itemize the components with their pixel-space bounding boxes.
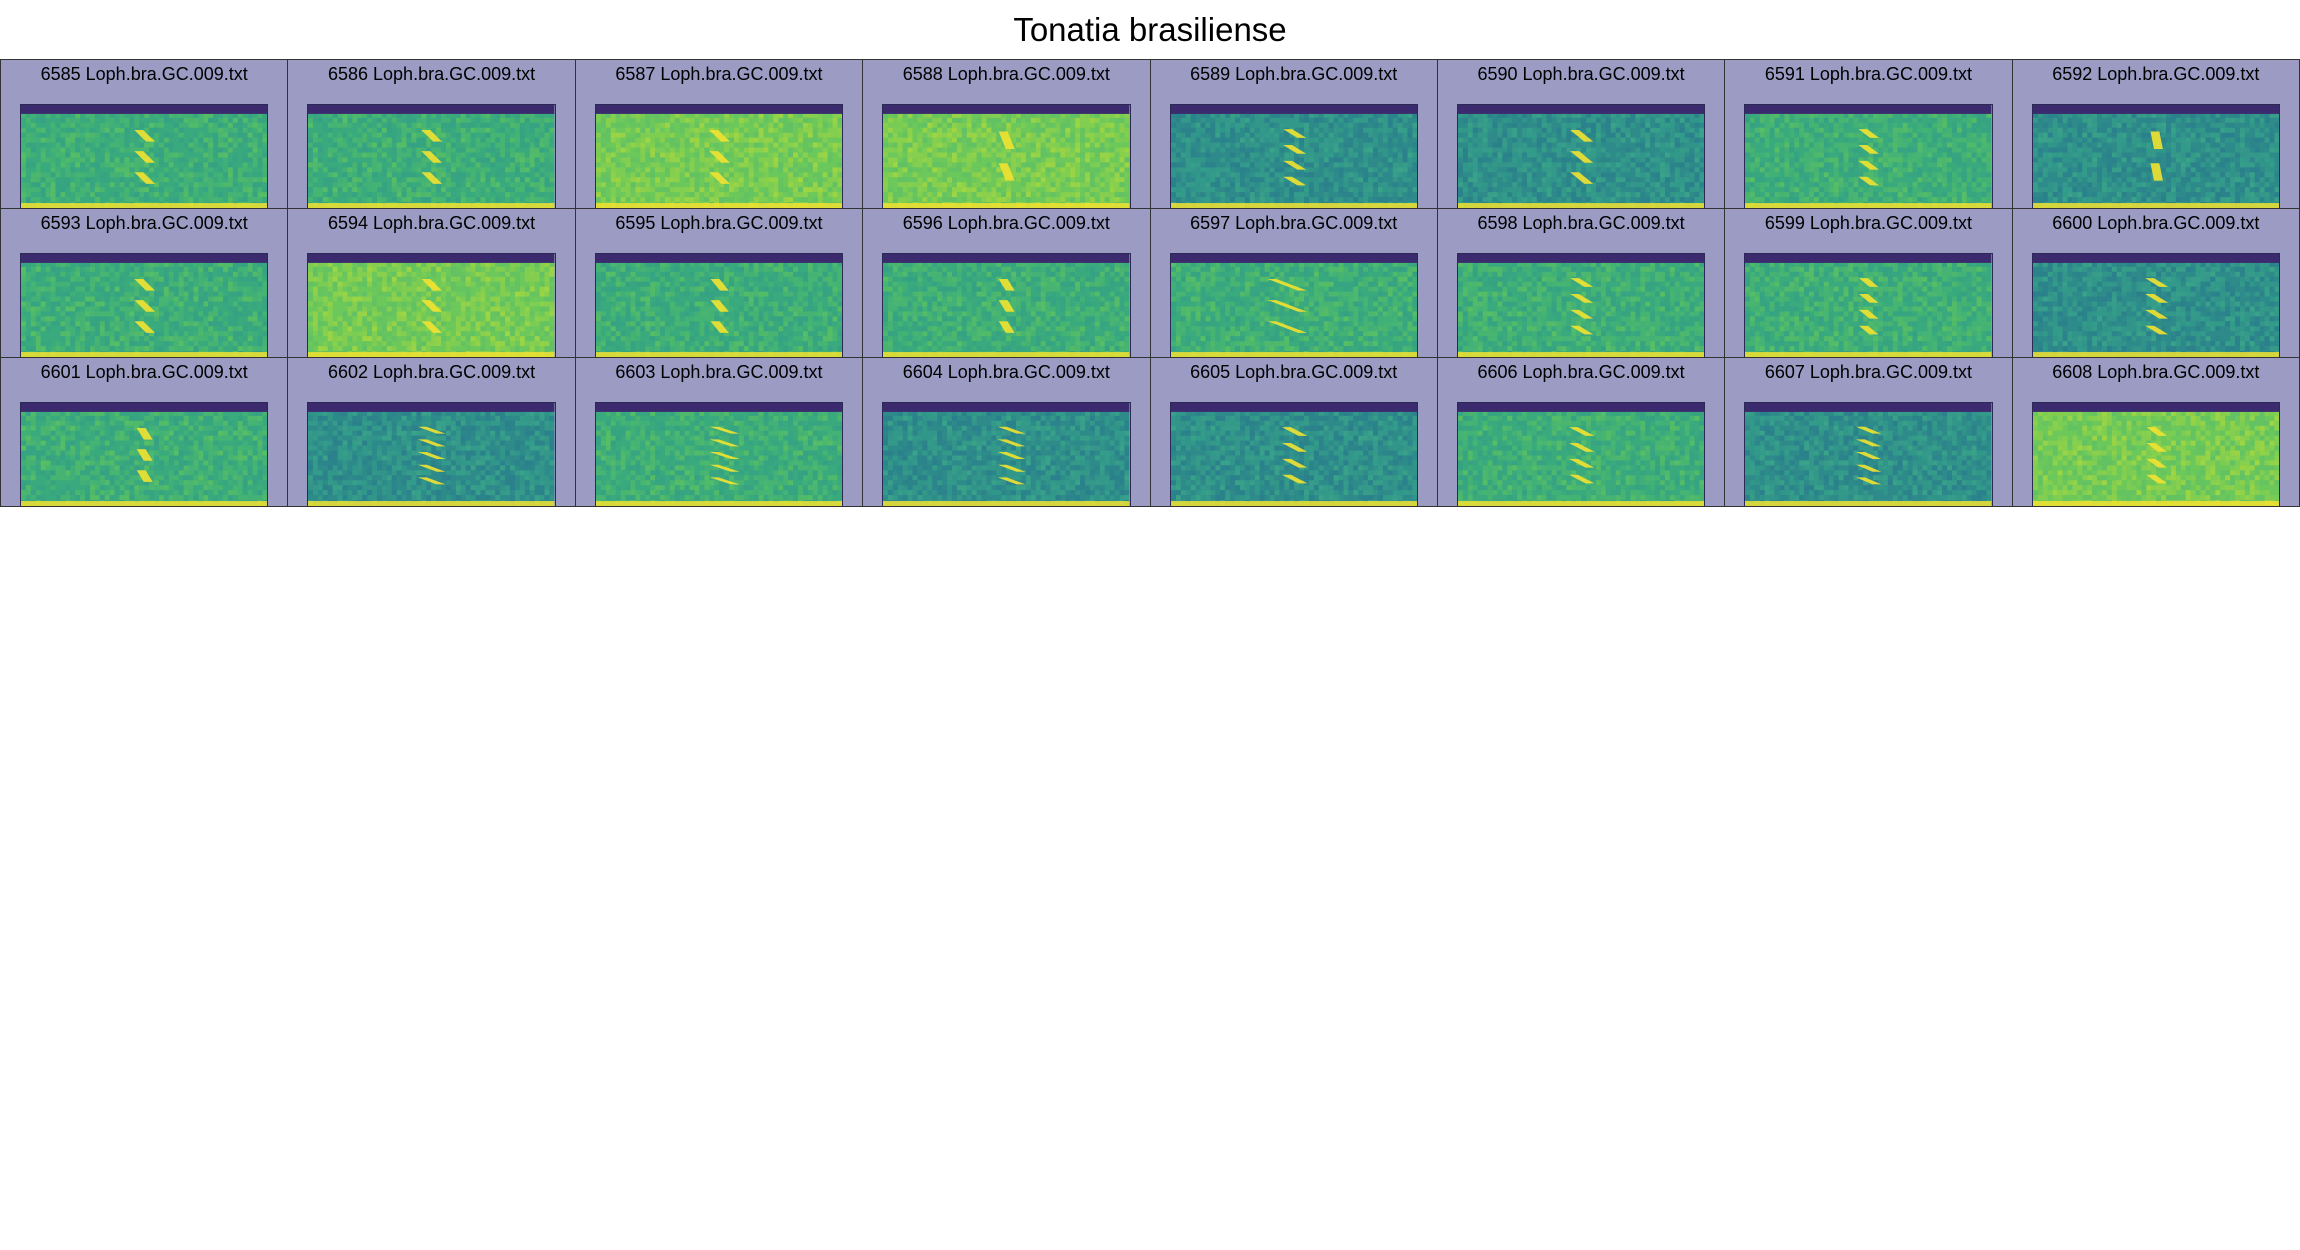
spectrogram-panel: 6599 Loph.bra.GC.009.txt bbox=[1725, 209, 2013, 358]
spectrogram-panel: 6608 Loph.bra.GC.009.txt bbox=[2012, 358, 2300, 507]
panel-label: 6588 Loph.bra.GC.009.txt bbox=[863, 62, 1149, 86]
spectrogram-image bbox=[20, 402, 269, 506]
spectrogram-panel: 6606 Loph.bra.GC.009.txt bbox=[1437, 358, 1726, 507]
spectrogram-image bbox=[882, 104, 1131, 208]
spectrogram-panel: 6585 Loph.bra.GC.009.txt bbox=[1, 60, 289, 209]
spectrogram-panel: 6593 Loph.bra.GC.009.txt bbox=[1, 209, 289, 358]
panel-label: 6586 Loph.bra.GC.009.txt bbox=[288, 62, 574, 86]
spectrogram-image bbox=[2031, 253, 2280, 357]
spectrogram-image bbox=[882, 253, 1131, 357]
spectrogram-image bbox=[307, 104, 556, 208]
panel-label: 6606 Loph.bra.GC.009.txt bbox=[1438, 360, 1724, 384]
panel-label: 6592 Loph.bra.GC.009.txt bbox=[2013, 62, 2299, 86]
panel-label: 6585 Loph.bra.GC.009.txt bbox=[1, 62, 287, 86]
spectrogram-image bbox=[307, 402, 556, 506]
spectrogram-panel: 6597 Loph.bra.GC.009.txt bbox=[1150, 209, 1438, 358]
panel-label: 6591 Loph.bra.GC.009.txt bbox=[1725, 62, 2011, 86]
panel-label: 6608 Loph.bra.GC.009.txt bbox=[2013, 360, 2299, 384]
spectrogram-panel: 6596 Loph.bra.GC.009.txt bbox=[863, 209, 1151, 358]
panel-label: 6597 Loph.bra.GC.009.txt bbox=[1151, 211, 1437, 235]
spectrogram-image bbox=[1169, 402, 1418, 506]
spectrogram-panel: 6587 Loph.bra.GC.009.txt bbox=[575, 60, 864, 209]
spectrogram-image bbox=[594, 253, 844, 357]
spectrogram-image bbox=[594, 104, 844, 208]
panel-label: 6603 Loph.bra.GC.009.txt bbox=[576, 360, 862, 384]
spectrogram-panel: 6598 Loph.bra.GC.009.txt bbox=[1437, 209, 1726, 358]
spectrogram-panel: 6600 Loph.bra.GC.009.txt bbox=[2012, 209, 2300, 358]
panel-label: 6587 Loph.bra.GC.009.txt bbox=[576, 62, 862, 86]
spectrogram-image bbox=[307, 253, 556, 357]
spectrogram-panel: 6595 Loph.bra.GC.009.txt bbox=[575, 209, 864, 358]
spectrogram-panel: 6601 Loph.bra.GC.009.txt bbox=[1, 358, 289, 507]
spectrogram-panel: 6602 Loph.bra.GC.009.txt bbox=[288, 358, 576, 507]
spectrogram-image bbox=[2031, 104, 2280, 208]
spectrogram-panel: 6591 Loph.bra.GC.009.txt bbox=[1725, 60, 2013, 209]
spectrogram-panel: 6589 Loph.bra.GC.009.txt bbox=[1150, 60, 1438, 209]
spectrogram-panel: 6604 Loph.bra.GC.009.txt bbox=[863, 358, 1151, 507]
panel-label: 6595 Loph.bra.GC.009.txt bbox=[576, 211, 862, 235]
spectrogram-panel: 6592 Loph.bra.GC.009.txt bbox=[2012, 60, 2300, 209]
panel-label: 6590 Loph.bra.GC.009.txt bbox=[1438, 62, 1724, 86]
panel-label: 6596 Loph.bra.GC.009.txt bbox=[863, 211, 1149, 235]
spectrogram-image bbox=[1456, 402, 1706, 506]
spectrogram-image bbox=[1169, 253, 1418, 357]
spectrogram-image bbox=[1456, 253, 1706, 357]
spectrogram-image bbox=[1169, 104, 1418, 208]
spectrogram-panel: 6590 Loph.bra.GC.009.txt bbox=[1437, 60, 1726, 209]
spectrogram-image bbox=[1456, 104, 1706, 208]
spectrogram-panel: 6603 Loph.bra.GC.009.txt bbox=[575, 358, 864, 507]
panel-label: 6599 Loph.bra.GC.009.txt bbox=[1725, 211, 2011, 235]
spectrogram-panel: 6607 Loph.bra.GC.009.txt bbox=[1725, 358, 2013, 507]
panel-label: 6594 Loph.bra.GC.009.txt bbox=[288, 211, 574, 235]
panel-label: 6602 Loph.bra.GC.009.txt bbox=[288, 360, 574, 384]
spectrogram-image bbox=[594, 402, 844, 506]
spectrogram-image bbox=[1744, 104, 1993, 208]
panel-label: 6593 Loph.bra.GC.009.txt bbox=[1, 211, 287, 235]
panel-label: 6605 Loph.bra.GC.009.txt bbox=[1151, 360, 1437, 384]
panel-label: 6598 Loph.bra.GC.009.txt bbox=[1438, 211, 1724, 235]
spectrogram-image bbox=[20, 104, 269, 208]
spectrogram-image bbox=[20, 253, 269, 357]
panel-label: 6604 Loph.bra.GC.009.txt bbox=[863, 360, 1149, 384]
panel-label: 6607 Loph.bra.GC.009.txt bbox=[1725, 360, 2011, 384]
spectrogram-panel: 6586 Loph.bra.GC.009.txt bbox=[288, 60, 576, 209]
spectrogram-image bbox=[1744, 402, 1993, 506]
page-title: Tonatia brasiliense bbox=[0, 8, 2300, 52]
spectrogram-image bbox=[1744, 253, 1993, 357]
panel-label: 6601 Loph.bra.GC.009.txt bbox=[1, 360, 287, 384]
spectrogram-panel: 6594 Loph.bra.GC.009.txt bbox=[288, 209, 576, 358]
spectrogram-panel: 6605 Loph.bra.GC.009.txt bbox=[1150, 358, 1438, 507]
panel-label: 6600 Loph.bra.GC.009.txt bbox=[2013, 211, 2299, 235]
panel-label: 6589 Loph.bra.GC.009.txt bbox=[1151, 62, 1437, 86]
spectrogram-panel: 6588 Loph.bra.GC.009.txt bbox=[863, 60, 1151, 209]
spectrogram-image bbox=[882, 402, 1131, 506]
spectrogram-image bbox=[2031, 402, 2280, 506]
